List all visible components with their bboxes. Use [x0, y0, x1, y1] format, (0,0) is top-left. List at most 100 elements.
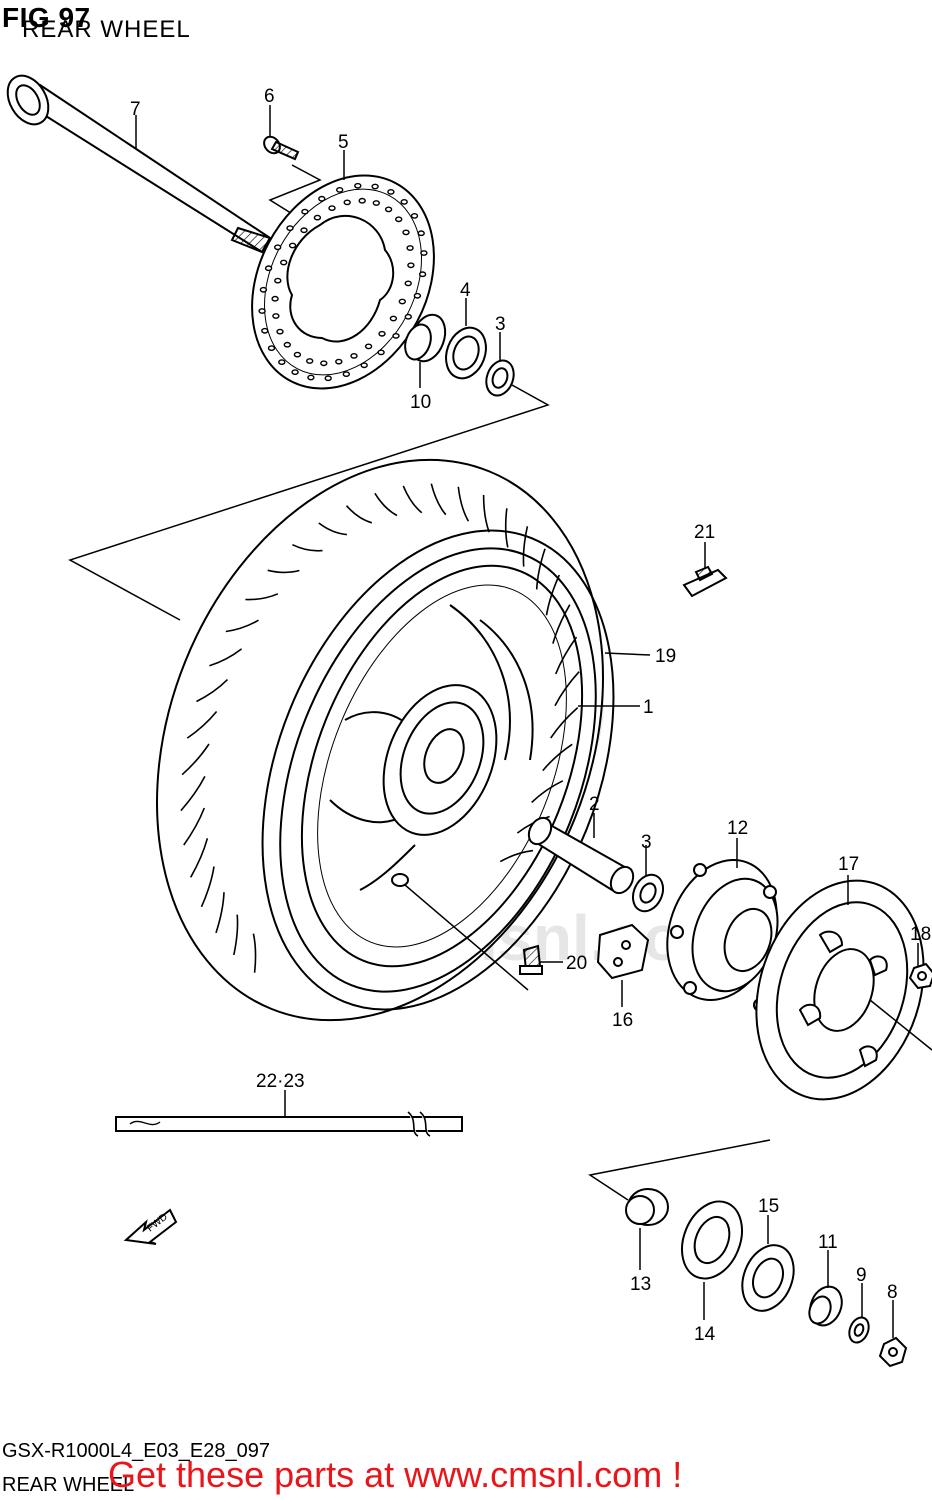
callout-22-23: 22·23 [256, 1071, 305, 1092]
tire[interactable] [77, 392, 684, 1087]
rim-stripe[interactable] [115, 1111, 463, 1137]
disc-hole [286, 225, 294, 232]
disc-hole [407, 262, 415, 269]
disc-hole [354, 182, 362, 189]
callout-11: 11 [818, 1232, 838, 1253]
disc-hole [387, 188, 395, 195]
oil-seal-top[interactable] [439, 322, 492, 384]
drum-collar[interactable] [805, 1282, 848, 1330]
tread-groove [550, 707, 579, 739]
disc-hole [291, 369, 299, 375]
balance-weight[interactable] [682, 565, 728, 598]
tread-groove [292, 543, 323, 552]
disc-hole [420, 250, 428, 256]
disc-hole [371, 183, 379, 190]
disc-hole [395, 216, 403, 223]
disc-bolt[interactable] [261, 134, 300, 161]
sprocket-drum[interactable] [649, 845, 796, 1016]
wheel-bearing-mid[interactable] [627, 870, 668, 916]
tread-groove [200, 866, 215, 908]
fwd-arrow-icon [123, 1208, 178, 1245]
tread-groove [531, 780, 564, 803]
callout-13: 13 [630, 1274, 651, 1295]
disc-hole [261, 327, 269, 334]
disc-hole [358, 197, 366, 204]
disc-hole [272, 313, 280, 319]
disc-hole [313, 214, 322, 221]
valve[interactable] [519, 944, 543, 975]
disc-hole [280, 259, 288, 266]
callout-4: 4 [460, 280, 471, 301]
sprocket-nut[interactable] [908, 962, 932, 990]
tread-groove [186, 710, 218, 739]
leader-axle-line [68, 384, 550, 621]
tread-groove [402, 485, 423, 514]
disc-hole [271, 295, 279, 302]
tread-groove [345, 505, 373, 524]
tread-groove [180, 776, 206, 812]
tread-groove [318, 522, 347, 536]
callout-20: 20 [566, 953, 587, 974]
disc-hole [418, 271, 427, 278]
tread-groove [267, 569, 300, 574]
tread-groove [209, 648, 243, 667]
disc-hole [301, 208, 309, 215]
leader-valve [404, 884, 529, 991]
promo-link[interactable]: Get these parts at www.cmsnl.com ! [108, 1454, 683, 1495]
disc-hole [300, 227, 308, 234]
disc-hole [389, 315, 398, 322]
disc-hole [372, 200, 380, 206]
axle-nut[interactable] [878, 1336, 908, 1368]
washer[interactable] [846, 1315, 872, 1346]
callout-9: 9 [856, 1265, 867, 1286]
disc-hole [259, 286, 268, 293]
drum-oil-seal[interactable] [733, 1237, 803, 1318]
disc-hole [306, 358, 314, 364]
tread-groove [499, 849, 534, 863]
tread-groove [233, 914, 239, 956]
sprocket[interactable] [729, 859, 932, 1121]
drum-bushing[interactable] [596, 923, 650, 980]
disc-hole [328, 205, 336, 212]
tread-groove [430, 483, 447, 516]
wheel-rim[interactable] [219, 502, 656, 1039]
figure-label: FIG 97 [2, 2, 91, 33]
callout-21: 21 [694, 522, 715, 543]
disc-hole [276, 328, 284, 335]
callout-17: 17 [838, 854, 859, 875]
callout-2: 2 [589, 794, 600, 815]
tread-groove [225, 619, 259, 633]
disc-hole [278, 359, 286, 365]
disc-hole [406, 245, 414, 251]
disc-hole [402, 229, 410, 236]
leader-sprocket [869, 999, 932, 1051]
tread-groove [552, 604, 571, 644]
leader-lower [588, 1139, 771, 1201]
disc-hole [307, 374, 315, 381]
brake-disc[interactable] [216, 144, 469, 421]
callout-6: 6 [264, 86, 275, 107]
tread-groove [215, 892, 225, 934]
leader-bolt-disc [268, 164, 322, 216]
drum-spacer[interactable] [625, 1188, 669, 1226]
wheel-bearing-top[interactable] [482, 357, 519, 400]
disc-hole [264, 265, 273, 272]
disc-hole [404, 280, 412, 287]
callout-1: 1 [643, 697, 654, 718]
callout-18: 18 [910, 924, 931, 945]
spacer-mid[interactable] [524, 814, 637, 897]
spacer-top[interactable] [401, 310, 452, 366]
disc-hole [417, 230, 425, 237]
callout-8: 8 [887, 1282, 898, 1303]
disc-hole [293, 351, 302, 358]
tread-groove [482, 494, 490, 533]
drum-bearing[interactable] [671, 1192, 753, 1287]
rear-axle[interactable] [0, 68, 272, 254]
tread-groove [252, 933, 257, 973]
callout-3-top: 3 [495, 314, 506, 335]
disc-hole [350, 352, 358, 359]
disc-hole [398, 298, 406, 305]
disc-hole [324, 375, 332, 382]
disc-hole [377, 349, 385, 356]
